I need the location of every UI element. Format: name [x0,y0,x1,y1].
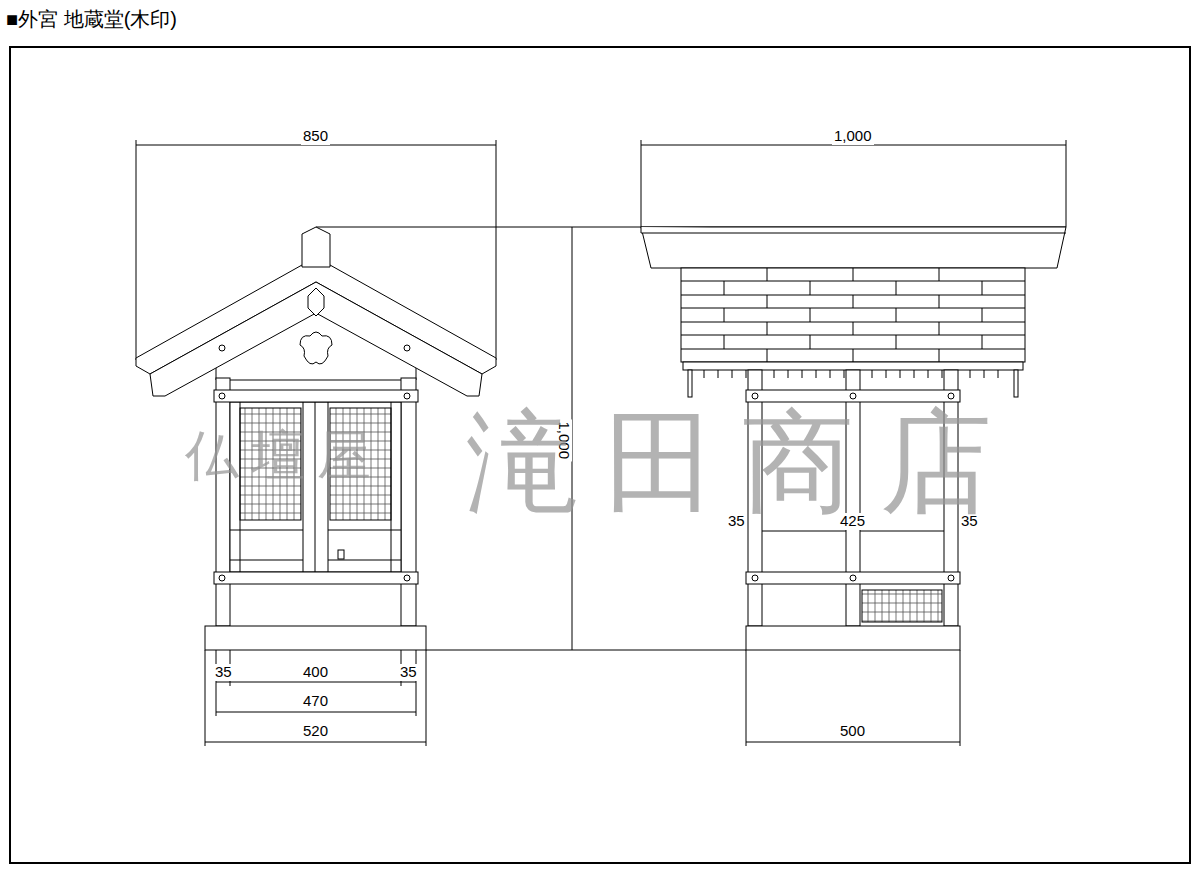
dimension-label: 35 [398,664,419,681]
dimension-label: 400 [301,664,330,681]
drawing-title: ■外宮 地蔵堂(木印) [6,7,177,31]
front-elevation [136,227,496,650]
dimension-label: 1,000 [832,128,874,145]
dimension-label: 500 [838,723,867,740]
frame [10,47,1190,863]
watermark: 滝田商店 [466,406,1018,518]
dimension-label: 470 [301,693,330,710]
watermark: 仏壇屋 [185,429,383,483]
dimension-label: 850 [301,128,330,145]
dimension-label: 520 [301,723,330,740]
dimension-label: 35 [213,664,234,681]
dimension-lines [136,140,1066,746]
